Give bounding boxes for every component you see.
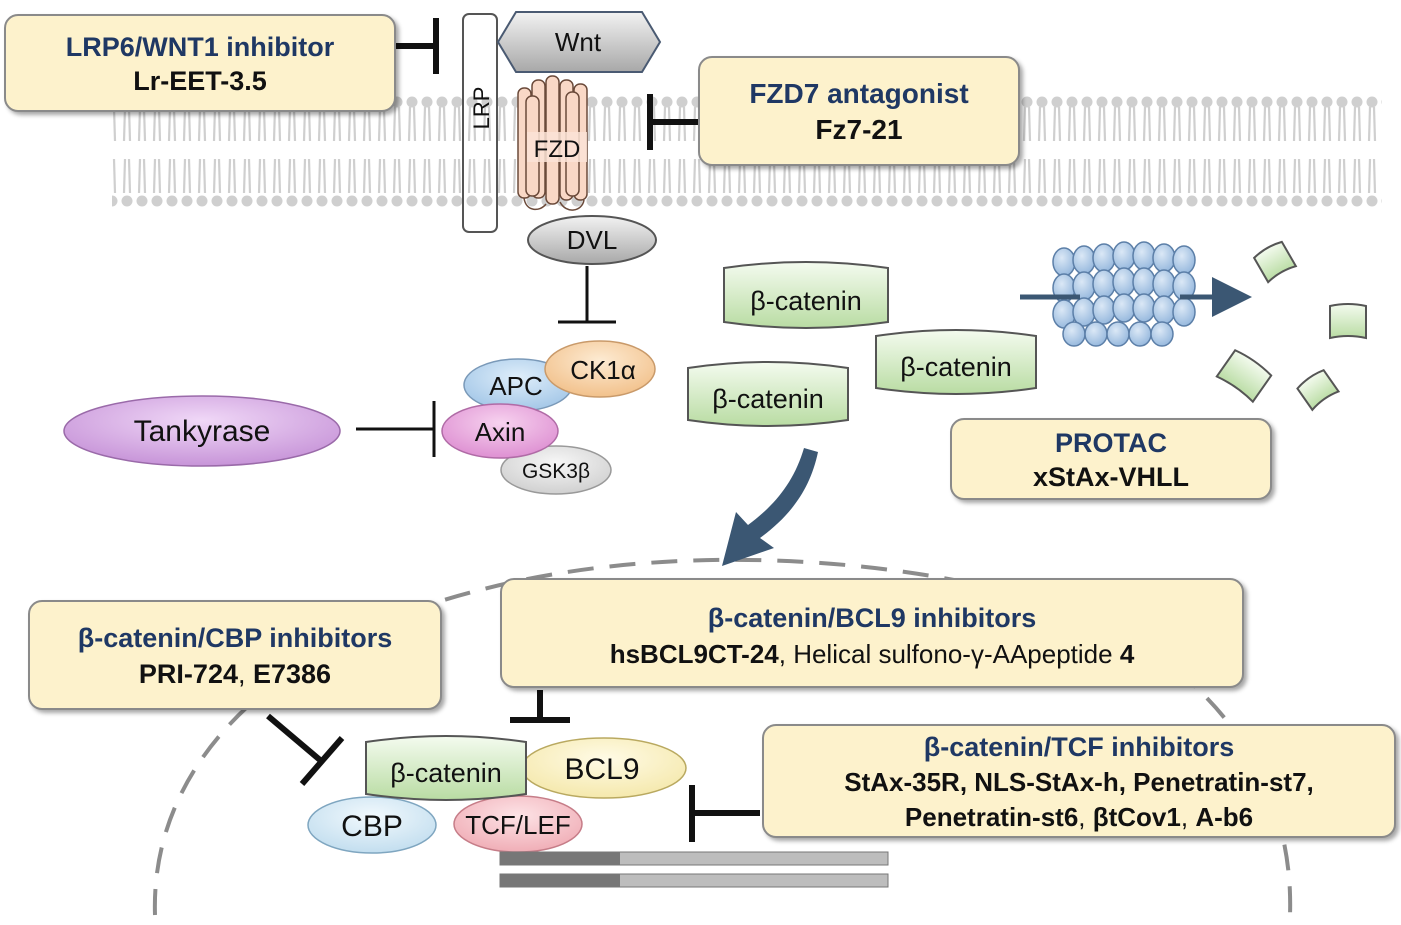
bcl9-inhibitors-title: β-catenin/BCL9 inhibitors bbox=[707, 603, 1037, 633]
fzd7-antagonist-compound: Fz7-21 bbox=[815, 114, 903, 145]
bcl9-label: BCL9 bbox=[564, 753, 639, 786]
cbp-label: CBP bbox=[341, 810, 403, 843]
lrp6-inhibitor-compound: Lr-EET-3.5 bbox=[133, 66, 267, 96]
bcatenin-cbp-inhibitors-box: β-catenin/CBP inhibitors PRI-724, E7386 bbox=[28, 600, 442, 710]
fzd7-antagonist-title: FZD7 antagonist bbox=[749, 78, 969, 109]
protac-box: PROTAC xStAx-VHLL bbox=[950, 418, 1272, 500]
ck1a-label: CK1α bbox=[570, 355, 636, 385]
nuclear-bcatenin-shape bbox=[365, 735, 527, 801]
degraded-fragments bbox=[1215, 240, 1367, 412]
tcf-inhibitors-title: β-catenin/TCF inhibitors bbox=[923, 732, 1235, 762]
lrp6-inhibitor-box: LRP6/WNT1 inhibitor Lr-EET-3.5 bbox=[4, 14, 396, 112]
gsk3b bbox=[500, 445, 612, 495]
nuclear-translocation-arrow bbox=[722, 448, 818, 566]
bcatenin-shape-3 bbox=[687, 361, 849, 427]
tcf-inhibitors-line2: Penetratin-st6, βtCov1, A-b6 bbox=[764, 800, 1394, 835]
gsk3b-label: GSK3β bbox=[522, 460, 590, 483]
cbp-inhibitor-e7386: E7386 bbox=[253, 659, 332, 689]
cbp-inhibitors-title: β-catenin/CBP inhibitors bbox=[77, 623, 393, 653]
wnt-ligand bbox=[496, 11, 662, 73]
apc-label: APC bbox=[489, 371, 542, 401]
bcl9-inhibitor-hsbcl9ct24: hsBCL9CT-24 bbox=[609, 639, 779, 669]
bcl9-inhibitor-aapeptide-number: 4 bbox=[1119, 639, 1135, 669]
tankyrase-label: Tankyrase bbox=[134, 415, 271, 448]
cbp-inhibitor-separator: , bbox=[237, 659, 253, 689]
tcf-inhibitor-btcov1: βtCov1 bbox=[1092, 802, 1181, 832]
protac-title: PROTAC bbox=[1055, 428, 1167, 458]
axin-label: Axin bbox=[475, 417, 526, 447]
fzd-label: FZD bbox=[534, 136, 581, 163]
bcatenin-bcl9-inhibitors-box: β-catenin/BCL9 inhibitors hsBCL9CT-24, H… bbox=[500, 578, 1244, 688]
dvl bbox=[527, 215, 657, 265]
lrp-receptor bbox=[462, 13, 498, 233]
lrp6-inhibitor-title: LRP6/WNT1 inhibitor bbox=[65, 32, 335, 62]
protac-compound: xStAx-VHLL bbox=[1032, 462, 1189, 492]
axin bbox=[441, 403, 559, 459]
tcf-lef-label: TCF/LEF bbox=[465, 810, 570, 840]
bcl9-inhibitors-compounds: hsBCL9CT-24, Helical sulfono-γ-AApeptide… bbox=[502, 636, 1242, 672]
bcatenin-shape-2 bbox=[875, 329, 1037, 395]
cbp-inhibitor-pri724: PRI-724 bbox=[138, 659, 238, 689]
proteasome bbox=[1052, 241, 1196, 347]
wnt-label: Wnt bbox=[555, 27, 602, 57]
bcl9-inhibitor-aapeptide: , Helical sulfono-γ-AApeptide bbox=[778, 639, 1120, 669]
dvl-label: DVL bbox=[567, 225, 618, 255]
ck1a bbox=[544, 340, 656, 398]
tcf-inhibitors-line1: StAx-35R, NLS-StAx-h, Penetratin-st7, bbox=[844, 767, 1314, 797]
bcatenin-3-label: β-catenin bbox=[712, 384, 824, 414]
bcatenin-shape-1 bbox=[723, 261, 889, 329]
lrp-label: LRP bbox=[469, 87, 494, 130]
bcatenin-2-label: β-catenin bbox=[900, 352, 1012, 382]
cbp bbox=[307, 796, 437, 854]
cbp-inhibition-line bbox=[266, 713, 322, 763]
fzd7-antagonist-box: FZD7 antagonist Fz7-21 bbox=[698, 56, 1020, 166]
bcatenin-1-label: β-catenin bbox=[750, 286, 862, 316]
cbp-inhibitors-compounds: PRI-724, E7386 bbox=[30, 656, 440, 692]
nuclear-bcatenin-label: β-catenin bbox=[390, 758, 502, 788]
tcf-inhibitor-penetratin-st6: Penetratin-st6 bbox=[904, 802, 1079, 832]
tankyrase bbox=[63, 395, 341, 467]
tcf-inhibitor-sep2: , bbox=[1180, 802, 1196, 832]
bcatenin-tcf-inhibitors-box: β-catenin/TCF inhibitors StAx-35R, NLS-S… bbox=[762, 724, 1396, 838]
tcf-inhibitor-sep1: , bbox=[1078, 802, 1093, 832]
cbp-inhibition-bar bbox=[299, 736, 345, 786]
tcf-inhibitor-ab6: A-b6 bbox=[1195, 802, 1254, 832]
